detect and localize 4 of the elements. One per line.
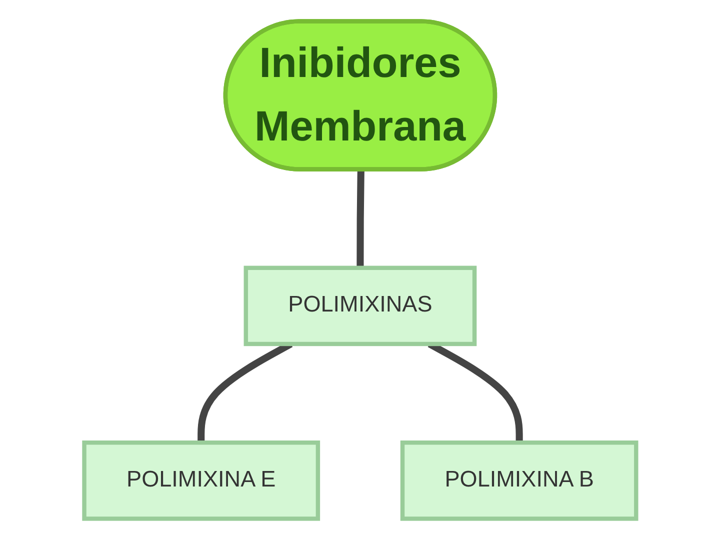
- connector: [356, 170, 364, 268]
- node-box: POLIMIXINA B: [400, 440, 638, 521]
- node-box: POLIMIXINA E: [82, 440, 320, 521]
- node-box: POLIMIXINAS: [244, 266, 476, 346]
